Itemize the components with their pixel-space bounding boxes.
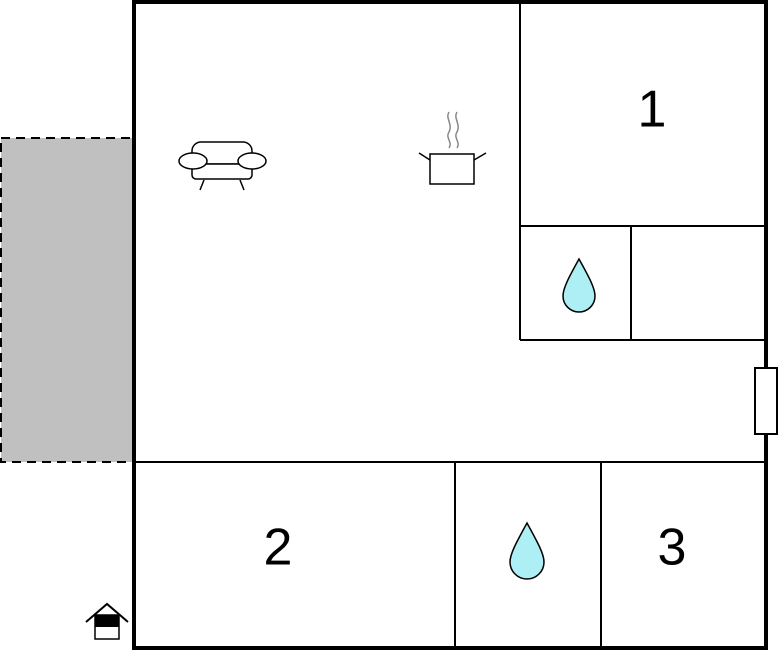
cooking-pot-icon — [418, 111, 487, 185]
room-label-2: 2 — [264, 519, 293, 577]
sofa-icon — [178, 141, 267, 191]
outer-wall — [132, 0, 768, 650]
entrance-house-icon — [85, 602, 129, 640]
window-icon — [754, 367, 778, 435]
water-drop-icon — [562, 257, 596, 313]
terrace — [0, 137, 135, 463]
room-label-3: 3 — [658, 519, 687, 577]
water-drop-icon — [509, 521, 545, 580]
room-label-1: 1 — [638, 81, 667, 139]
